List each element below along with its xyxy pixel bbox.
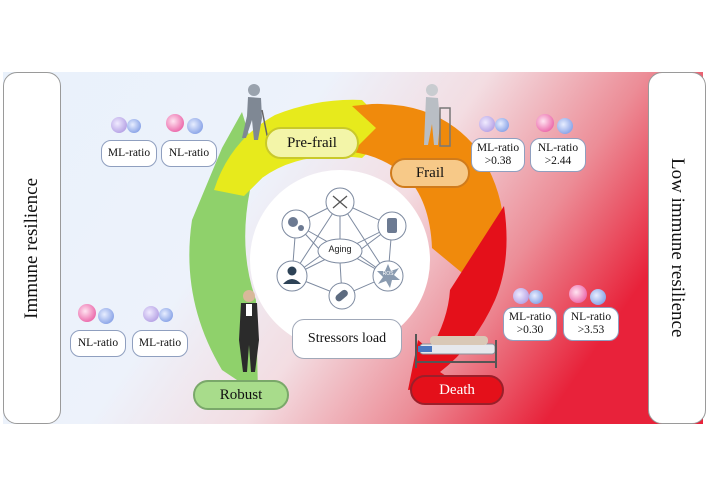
walker-person-icon xyxy=(424,84,451,147)
cells-frail xyxy=(479,114,573,134)
hospital-bed-icon xyxy=(415,334,497,368)
stressors-load-box: Stressors load xyxy=(292,319,402,359)
death-nl-ratio-value: >3.53 xyxy=(577,324,605,336)
arc-death xyxy=(408,206,507,390)
ros-label: ROS xyxy=(382,271,394,277)
low-immune-resilience-box: Low immune resilience xyxy=(648,72,706,424)
stage-frail: Frail xyxy=(390,158,470,188)
robust-nl-ratio-label: NL-ratio xyxy=(77,337,119,349)
aging-center-node xyxy=(317,238,363,264)
robust-ml-ratio-label: ML-ratio xyxy=(138,337,182,349)
elderly-person-icon xyxy=(242,84,269,141)
cup-icon xyxy=(377,211,407,241)
death-nl-ratio-label: NL-ratio xyxy=(570,311,612,323)
frail-nl-ratio-box: NL-ratio >2.44 xyxy=(530,138,586,172)
ros-burst-icon xyxy=(372,260,404,292)
standing-man-icon xyxy=(239,290,259,372)
death-nl-ratio-box: NL-ratio >3.53 xyxy=(563,307,619,341)
dna-icon xyxy=(325,187,355,217)
prefrail-nl-ratio-box: NL-ratio xyxy=(161,140,217,167)
robust-ml-ratio-box: ML-ratio xyxy=(132,330,188,357)
stage-death: Death xyxy=(410,375,504,405)
death-ml-ratio-box: ML-ratio >0.30 xyxy=(503,307,557,341)
prefrail-ml-ratio-label: ML-ratio xyxy=(107,147,151,159)
frail-ml-ratio-value: >0.38 xyxy=(484,155,512,167)
robust-nl-ratio-box: NL-ratio xyxy=(70,330,126,357)
prefrail-ml-ratio-box: ML-ratio xyxy=(101,140,157,167)
cells-robust xyxy=(78,304,173,324)
cells-prefrail xyxy=(111,114,203,134)
arc-frail xyxy=(352,103,503,286)
frail-ml-ratio-box: ML-ratio >0.38 xyxy=(471,138,525,172)
stage-robust: Robust xyxy=(193,380,289,410)
frail-nl-ratio-label: NL-ratio xyxy=(537,142,579,154)
immune-resilience-label: Immune resilience xyxy=(21,177,42,319)
low-immune-resilience-label: Low immune resilience xyxy=(667,158,688,338)
virus-icon xyxy=(281,209,311,239)
death-ml-ratio-label: ML-ratio xyxy=(508,311,552,323)
prefrail-nl-ratio-label: NL-ratio xyxy=(168,147,210,159)
frail-ml-ratio-label: ML-ratio xyxy=(476,142,520,154)
aging-label: Aging xyxy=(328,244,352,254)
stage-pre-frail: Pre-frail xyxy=(265,127,359,159)
immune-resilience-box: Immune resilience xyxy=(3,72,61,424)
pill-icon xyxy=(328,282,356,310)
person-icon xyxy=(276,260,308,292)
death-ml-ratio-value: >0.30 xyxy=(516,324,544,336)
cells-death xyxy=(513,285,606,305)
frail-nl-ratio-value: >2.44 xyxy=(544,155,572,167)
